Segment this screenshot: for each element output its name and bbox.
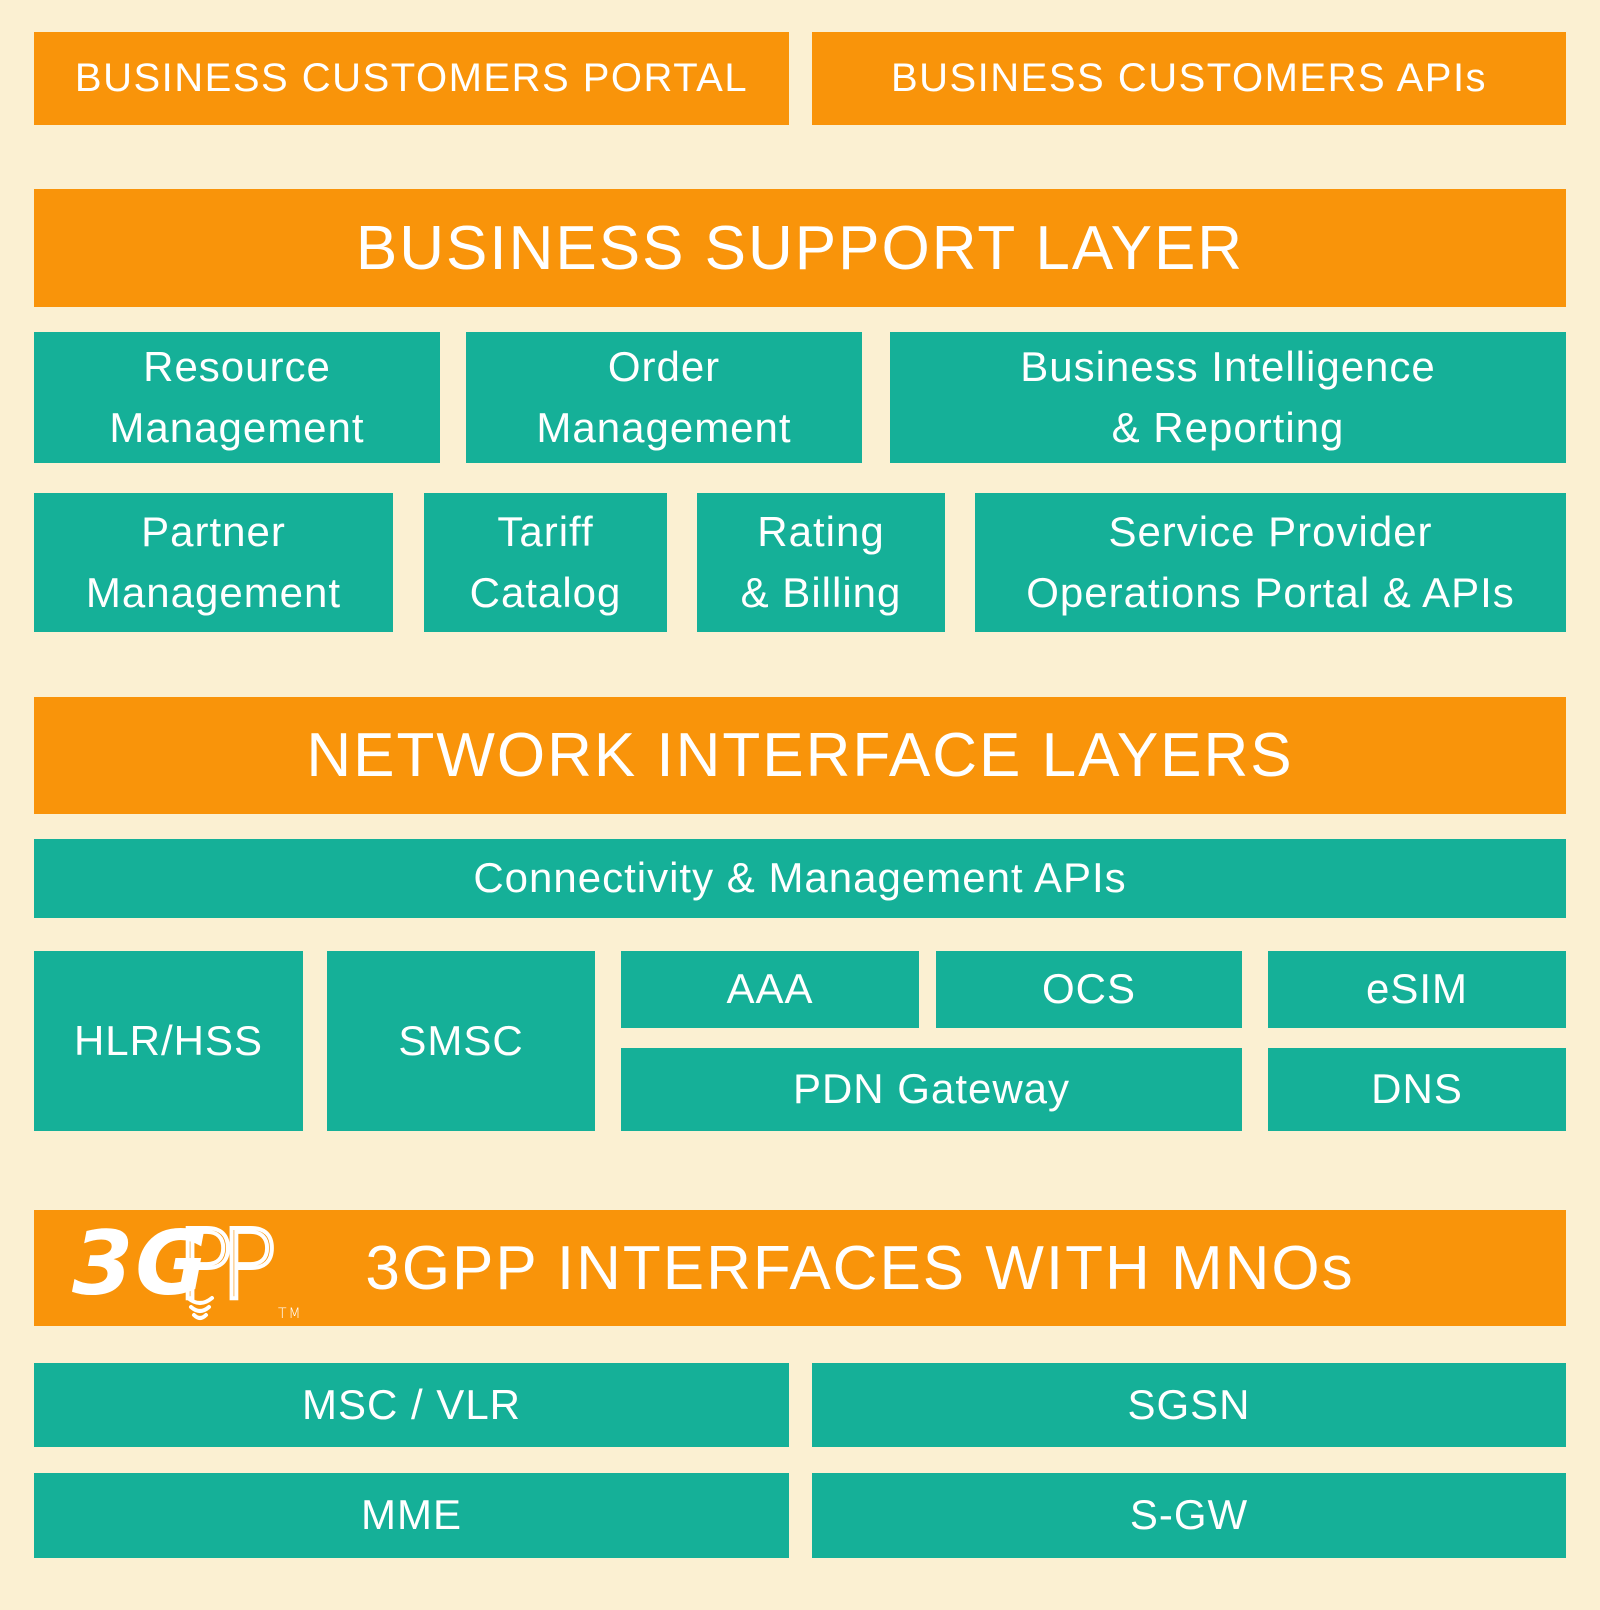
node-business-intelligence-reporting: Business Intelligence & Reporting — [890, 332, 1566, 463]
node-aaa: AAA — [621, 951, 919, 1028]
network-interface-layers-banner: NETWORK INTERFACE LAYERS — [34, 697, 1566, 814]
3gpp-logo-icon: 3G PP TM — [72, 1218, 302, 1322]
node-sgsn: SGSN — [812, 1363, 1566, 1447]
node-msc-vlr: MSC / VLR — [34, 1363, 789, 1447]
threegpp-banner-title: 3GPP INTERFACES WITH MNOs — [365, 1233, 1355, 1303]
threegpp-interfaces-banner: 3G PP TM 3GPP INTERFACES WITH MNOs — [34, 1210, 1566, 1326]
node-hlr-hss: HLR/HSS — [34, 951, 303, 1131]
node-smsc: SMSC — [327, 951, 595, 1131]
node-order-management: Order Management — [466, 332, 862, 463]
business-support-layer-banner: BUSINESS SUPPORT LAYER — [34, 189, 1566, 307]
node-service-provider-operations-portal: Service Provider Operations Portal & API… — [975, 493, 1566, 632]
node-mme: MME — [34, 1473, 789, 1558]
node-connectivity-management-apis: Connectivity & Management APIs — [34, 839, 1566, 918]
node-esim: eSIM — [1268, 951, 1566, 1028]
node-partner-management: Partner Management — [34, 493, 393, 632]
svg-text:TM: TM — [278, 1306, 302, 1322]
node-pdn-gateway: PDN Gateway — [621, 1048, 1242, 1131]
node-rating-billing: Rating & Billing — [697, 493, 945, 632]
node-dns: DNS — [1268, 1048, 1566, 1131]
business-customers-apis-box: BUSINESS CUSTOMERS APIs — [812, 32, 1566, 125]
business-customers-portal-box: BUSINESS CUSTOMERS PORTAL — [34, 32, 789, 125]
node-sgw: S-GW — [812, 1473, 1566, 1558]
svg-text:3G: 3G — [72, 1218, 209, 1315]
node-ocs: OCS — [936, 951, 1242, 1028]
node-tariff-catalog: Tariff Catalog — [424, 493, 667, 632]
node-resource-management: Resource Management — [34, 332, 440, 463]
